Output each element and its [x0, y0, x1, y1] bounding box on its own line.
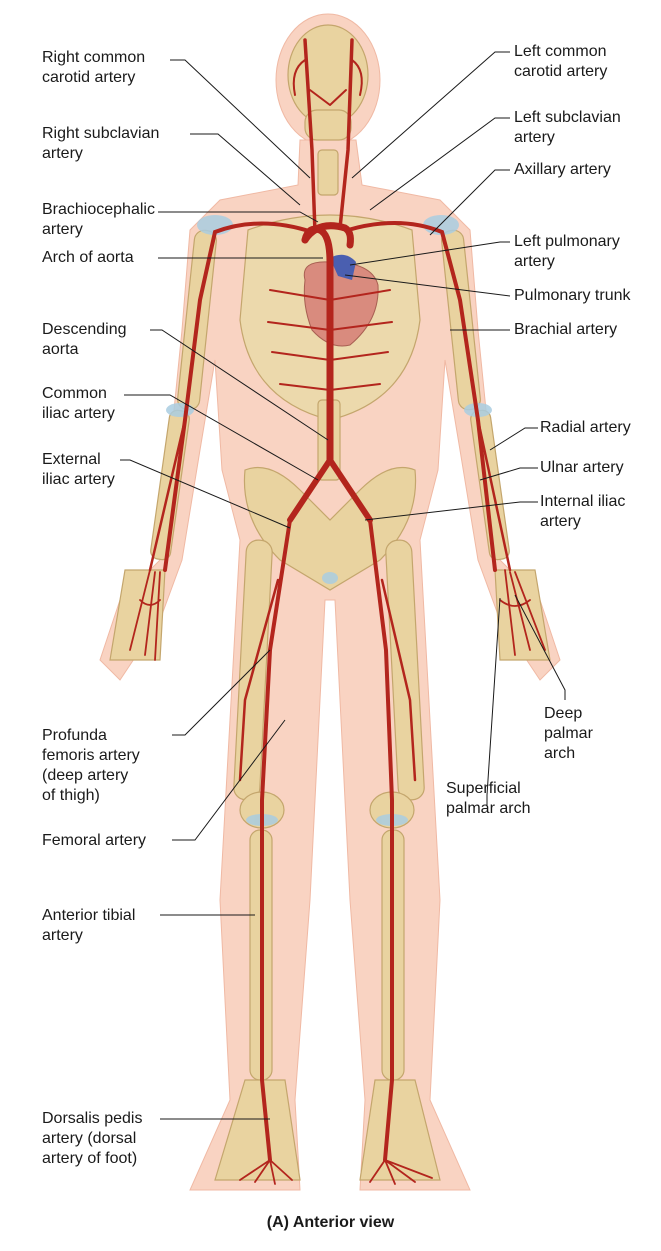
left-profunda — [380, 578, 417, 782]
label-brachial: Brachial artery — [514, 321, 618, 338]
left-foot-arteries — [369, 1159, 433, 1185]
heart — [303, 254, 379, 347]
cervical-spine — [317, 149, 339, 196]
right-foot-arteries — [239, 1159, 293, 1185]
leader-lines — [120, 51, 566, 1120]
label-femoral: Femoral artery — [42, 832, 147, 849]
right-hand-arteries — [129, 569, 161, 661]
label-arch-of-aorta: Arch of aorta — [42, 249, 134, 266]
label-descending-aorta: Descending aorta — [42, 321, 127, 358]
right-carotid-path — [303, 38, 317, 234]
left-hand-arteries — [499, 569, 546, 656]
label-left-subclavian: Left subclavian artery — [514, 109, 621, 146]
left-subclavian-path — [346, 221, 497, 572]
right-subclavian-path — [163, 221, 314, 572]
label-internal-iliac: Internal iliac artery — [540, 493, 626, 530]
right-foot-bones — [359, 1079, 441, 1181]
right-femur-bone — [385, 539, 425, 801]
right-profunda — [238, 578, 280, 782]
label-ulnar: Ulnar artery — [540, 459, 624, 476]
label-dorsalis-pedis: Dorsalis pedis artery (dorsal artery of … — [42, 1110, 143, 1167]
label-external-iliac: External iliac artery — [42, 451, 115, 488]
right-radial-path — [148, 418, 187, 572]
figure-caption: (A) Anterior view — [266, 1214, 395, 1231]
left-radial-path — [476, 418, 512, 572]
left-carotid-path — [338, 38, 354, 230]
mandible — [304, 109, 352, 141]
arteries — [129, 38, 546, 1185]
label-profunda-femoris: Profunda femoris artery (deep artery of … — [42, 727, 140, 804]
pelvis — [243, 466, 417, 591]
left-hand-bones — [109, 569, 166, 661]
label-deep-palmar-arch: Deep palmar arch — [544, 705, 593, 762]
iliac-path — [287, 457, 373, 523]
label-right-subclavian: Right subclavian artery — [42, 125, 160, 162]
label-axillary: Axillary artery — [514, 161, 611, 178]
right-leg-artery — [260, 518, 292, 1162]
label-common-iliac: Common iliac artery — [42, 385, 115, 422]
head-arteries — [292, 59, 363, 106]
label-brachiocephalic: Brachiocephalic artery — [42, 201, 155, 238]
label-left-common-carotid: Left common carotid artery — [514, 43, 608, 80]
label-anterior-tibial: Anterior tibial artery — [42, 907, 136, 944]
label-pulmonary-trunk: Pulmonary trunk — [514, 287, 631, 304]
label-radial: Radial artery — [540, 419, 631, 436]
label-superficial-palmar-arch: Superficial palmar arch — [446, 780, 531, 817]
label-right-common-carotid: Right common carotid artery — [42, 49, 146, 86]
intercostal-branches — [267, 289, 393, 391]
left-foot-bones — [214, 1079, 301, 1181]
left-leg-artery — [368, 518, 394, 1162]
label-left-pulmonary: Left pulmonary artery — [514, 233, 620, 270]
